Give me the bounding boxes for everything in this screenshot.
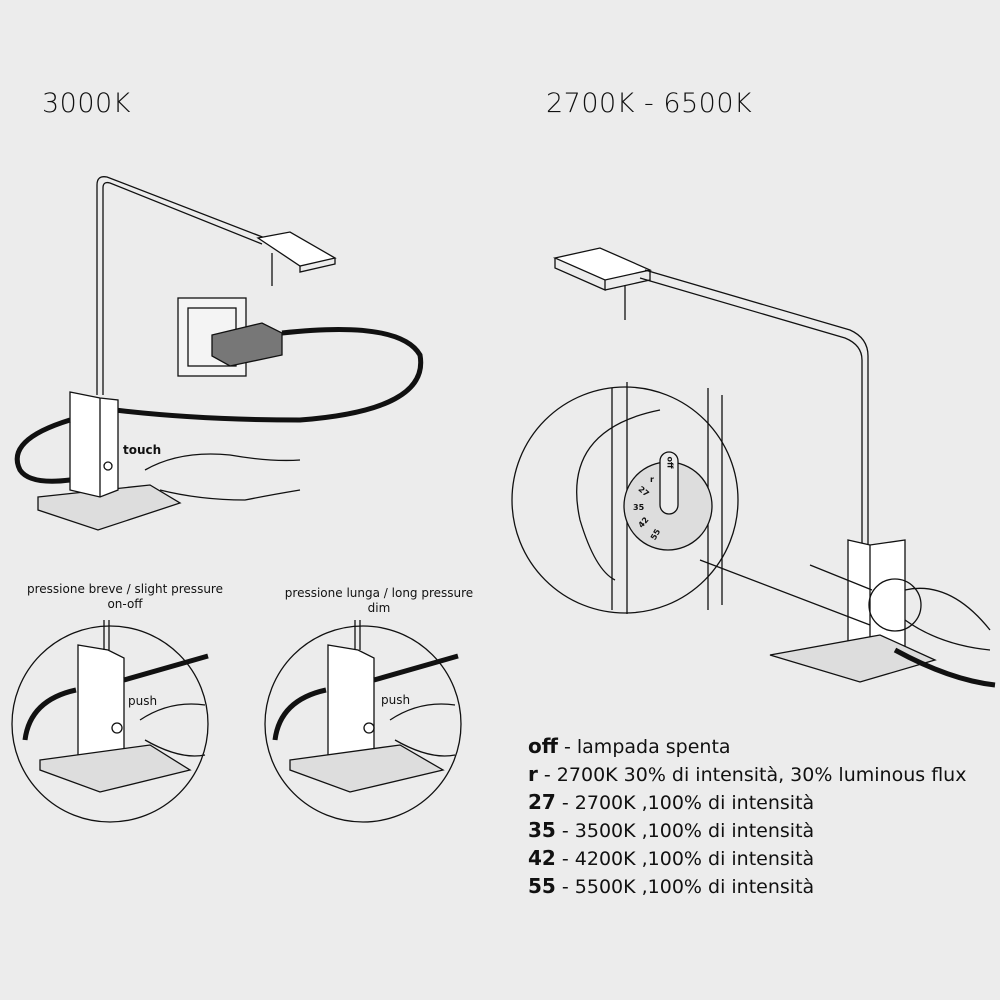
short-press-action: on-off xyxy=(107,597,143,611)
short-press-caption: pressione breve / slight pressure on-off xyxy=(10,582,240,612)
left-lamp-drawing xyxy=(14,176,424,531)
legend-key: r xyxy=(528,762,538,786)
settings-legend: off - lampada spenta r - 2700K 30% di in… xyxy=(528,733,966,901)
legend-item: 42 - 4200K ,100% di intensità xyxy=(528,845,966,873)
push-label-long: push xyxy=(381,693,411,707)
push-label-short: push xyxy=(128,694,158,708)
legend-item: 27 - 2700K ,100% di intensità xyxy=(528,789,966,817)
long-press-text: pressione lunga / long pressure xyxy=(284,586,474,600)
long-press-detail xyxy=(264,620,462,823)
long-press-action: dim xyxy=(367,601,391,615)
dial-label-r: r xyxy=(650,475,654,484)
short-press-detail xyxy=(11,620,209,823)
dial-label-off: off xyxy=(665,456,675,469)
legend-item: off - lampada spenta xyxy=(528,733,966,761)
legend-text: - 2700K ,100% di intensità xyxy=(555,792,815,814)
legend-text: - 2700K 30% di intensità, 30% luminous f… xyxy=(537,764,967,786)
touch-label: touch xyxy=(123,443,162,457)
legend-text: - 4200K ,100% di intensità xyxy=(555,848,815,870)
legend-key: 55 xyxy=(528,874,556,898)
legend-key: 27 xyxy=(528,790,556,814)
legend-item: r - 2700K 30% di intensità, 30% luminous… xyxy=(528,761,966,789)
legend-key: 42 xyxy=(528,846,556,870)
dial-label-35: 35 xyxy=(633,503,645,512)
legend-key: off xyxy=(528,734,558,758)
right-lamp-drawing xyxy=(511,247,996,688)
legend-text: - 3500K ,100% di intensità xyxy=(555,820,815,842)
left-title: 3000K xyxy=(42,88,131,119)
legend-item: 35 - 3500K ,100% di intensità xyxy=(528,817,966,845)
legend-text: - lampada spenta xyxy=(557,736,731,758)
long-press-caption: pressione lunga / long pressure dim xyxy=(264,586,494,616)
legend-item: 55 - 5500K ,100% di intensità xyxy=(528,873,966,901)
legend-text: - 5500K ,100% di intensità xyxy=(555,876,815,898)
short-press-text: pressione breve / slight pressure xyxy=(27,582,223,596)
right-title: 2700K - 6500K xyxy=(546,88,753,119)
legend-key: 35 xyxy=(528,818,556,842)
